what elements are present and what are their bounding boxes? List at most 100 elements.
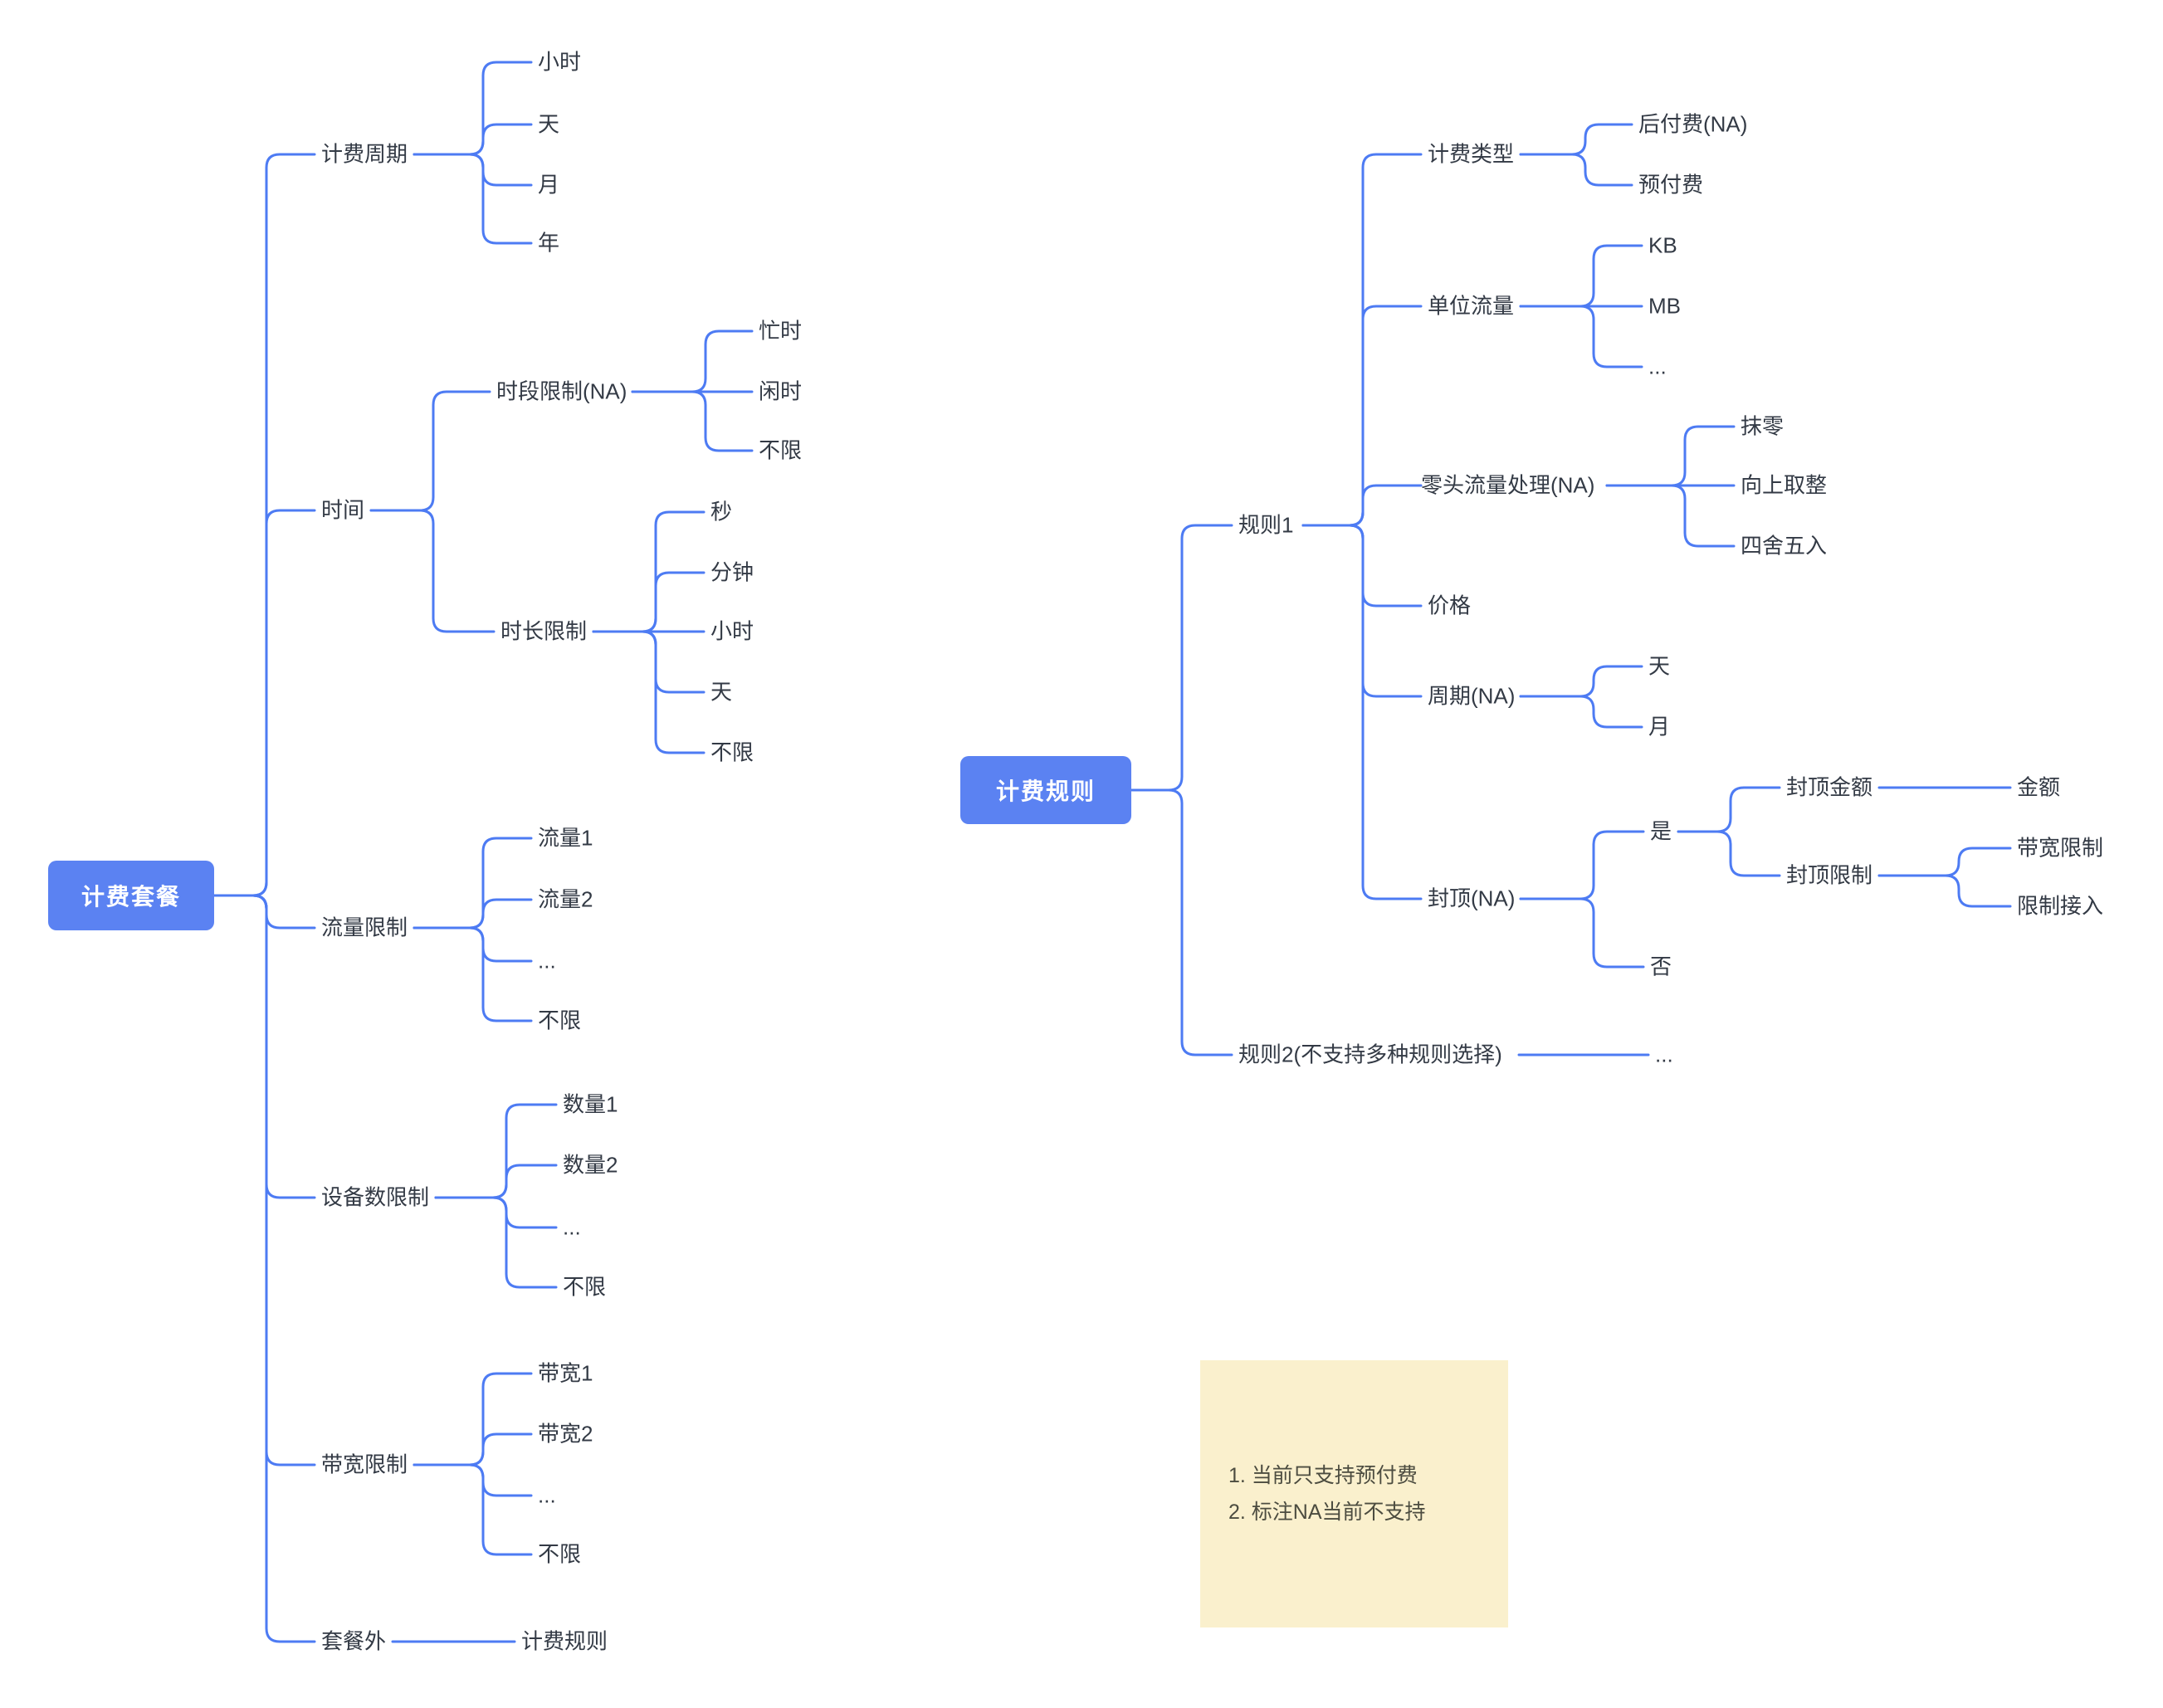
node-unit-more[interactable]: ... bbox=[1648, 354, 1667, 379]
node-period-unlimited[interactable]: 不限 bbox=[759, 437, 803, 463]
connector bbox=[413, 1372, 533, 1466]
connector bbox=[413, 61, 533, 156]
node-traffic-more[interactable]: ... bbox=[538, 948, 556, 974]
node-mb[interactable]: MB bbox=[1648, 293, 1681, 319]
connector bbox=[1877, 874, 2012, 908]
sticky-note[interactable]: 1. 当前只支持预付费 2. 标注NA当前不支持 bbox=[1200, 1360, 1508, 1627]
node-cap-limit[interactable]: 封顶限制 bbox=[1786, 862, 1873, 888]
connector bbox=[1301, 484, 1423, 527]
connector bbox=[413, 1432, 533, 1466]
connector bbox=[1605, 425, 1736, 487]
connector bbox=[1519, 305, 1643, 368]
connector bbox=[592, 630, 706, 754]
node-kb[interactable]: KB bbox=[1648, 232, 1677, 258]
connector bbox=[1301, 524, 1423, 900]
node-drop-remainder[interactable]: 抹零 bbox=[1741, 413, 1785, 439]
node-cap[interactable]: 封顶(NA) bbox=[1428, 886, 1516, 911]
node-cycle-month[interactable]: 月 bbox=[1648, 714, 1671, 739]
node-remainder-handling[interactable]: 零头流量处理(NA) bbox=[1421, 472, 1595, 498]
node-unit-traffic[interactable]: 单位流量 bbox=[1428, 293, 1515, 319]
connector bbox=[1130, 788, 1233, 1057]
node-duration-hour[interactable]: 小时 bbox=[710, 618, 754, 644]
node-cycle-day[interactable]: 天 bbox=[1648, 653, 1671, 679]
connector bbox=[1605, 484, 1736, 548]
node-bandwidth-more[interactable]: ... bbox=[538, 1482, 556, 1508]
connector bbox=[212, 153, 316, 897]
node-minute[interactable]: 分钟 bbox=[710, 559, 754, 585]
node-traffic-unlimited[interactable]: 不限 bbox=[538, 1008, 582, 1033]
connector bbox=[592, 571, 706, 633]
connector bbox=[369, 509, 496, 633]
node-busy-time[interactable]: 忙时 bbox=[759, 318, 803, 344]
node-bandwidth-2[interactable]: 带宽2 bbox=[538, 1421, 593, 1447]
node-amount[interactable]: 金额 bbox=[2017, 774, 2061, 800]
connector bbox=[434, 1164, 558, 1199]
connector bbox=[413, 153, 533, 187]
node-postpaid[interactable]: 后付费(NA) bbox=[1638, 111, 1748, 137]
node-out-of-package[interactable]: 套餐外 bbox=[321, 1628, 387, 1654]
node-rule1[interactable]: 规则1 bbox=[1238, 512, 1294, 538]
connector bbox=[434, 1103, 558, 1199]
node-billing-cycle[interactable]: 计费周期 bbox=[321, 141, 408, 167]
connector bbox=[413, 123, 533, 156]
node-idle-time[interactable]: 闲时 bbox=[759, 378, 803, 404]
node-traffic-1[interactable]: 流量1 bbox=[538, 825, 593, 851]
node-duration-limit[interactable]: 时长限制 bbox=[500, 618, 588, 644]
node-cycle[interactable]: 周期(NA) bbox=[1428, 683, 1516, 709]
node-rule2[interactable]: 规则2(不支持多种规则选择) bbox=[1238, 1042, 1502, 1067]
node-day[interactable]: 天 bbox=[538, 111, 560, 137]
root-billing-rules[interactable]: 计费规则 bbox=[960, 756, 1131, 824]
note-line-2: 2. 标注NA当前不支持 bbox=[1228, 1501, 1426, 1524]
connector bbox=[212, 894, 316, 1466]
connector bbox=[631, 329, 754, 393]
node-time[interactable]: 时间 bbox=[321, 497, 365, 523]
node-rule2-more[interactable]: ... bbox=[1655, 1042, 1673, 1067]
node-traffic-limit[interactable]: 流量限制 bbox=[321, 915, 408, 940]
connector bbox=[592, 630, 706, 694]
node-duration-day[interactable]: 天 bbox=[710, 679, 733, 705]
root-billing-package[interactable]: 计费套餐 bbox=[48, 861, 214, 930]
node-year[interactable]: 年 bbox=[538, 230, 560, 256]
node-out-of-package-billing-rules[interactable]: 计费规则 bbox=[521, 1628, 608, 1654]
node-prepaid[interactable]: 预付费 bbox=[1638, 172, 1704, 198]
node-duration-unlimited[interactable]: 不限 bbox=[710, 739, 754, 765]
node-cap-amount[interactable]: 封顶金额 bbox=[1786, 774, 1873, 800]
connector bbox=[1301, 305, 1423, 527]
node-bandwidth-limit[interactable]: 带宽限制 bbox=[321, 1452, 408, 1477]
connector bbox=[1519, 830, 1645, 900]
node-round-half[interactable]: 四舍五入 bbox=[1741, 533, 1828, 559]
node-round-up[interactable]: 向上取整 bbox=[1741, 472, 1828, 498]
connector bbox=[413, 1463, 533, 1556]
connector bbox=[434, 1196, 558, 1289]
node-device-limit[interactable]: 设备数限制 bbox=[321, 1184, 430, 1210]
node-billing-type[interactable]: 计费类型 bbox=[1428, 141, 1515, 167]
connector bbox=[631, 390, 754, 452]
node-cap-access-limit[interactable]: 限制接入 bbox=[2017, 893, 2104, 919]
connector bbox=[413, 898, 533, 930]
node-bandwidth-unlimited[interactable]: 不限 bbox=[538, 1541, 582, 1567]
connector bbox=[413, 837, 533, 930]
node-month[interactable]: 月 bbox=[538, 172, 560, 198]
connector bbox=[1519, 153, 1633, 187]
connector bbox=[1677, 786, 1781, 833]
node-cap-no[interactable]: 否 bbox=[1650, 954, 1672, 979]
node-quantity-unlimited[interactable]: 不限 bbox=[563, 1274, 607, 1300]
node-hour[interactable]: 小时 bbox=[538, 49, 582, 75]
connector bbox=[1519, 665, 1643, 698]
connector bbox=[413, 1463, 533, 1497]
connector bbox=[1519, 123, 1633, 156]
node-cap-yes[interactable]: 是 bbox=[1650, 818, 1672, 844]
node-second[interactable]: 秒 bbox=[710, 499, 733, 525]
connector bbox=[1130, 524, 1233, 792]
node-bandwidth-1[interactable]: 带宽1 bbox=[538, 1360, 593, 1386]
connector bbox=[1519, 244, 1643, 308]
connector bbox=[212, 894, 316, 1643]
node-quantity-2[interactable]: 数量2 bbox=[563, 1152, 618, 1178]
node-cap-bandwidth-limit[interactable]: 带宽限制 bbox=[2017, 835, 2104, 861]
node-quantity-1[interactable]: 数量1 bbox=[563, 1091, 618, 1117]
note-line-1: 1. 当前只支持预付费 bbox=[1228, 1464, 1418, 1487]
node-period-limit[interactable]: 时段限制(NA) bbox=[496, 378, 627, 404]
node-traffic-2[interactable]: 流量2 bbox=[538, 886, 593, 912]
node-price[interactable]: 价格 bbox=[1428, 593, 1472, 618]
node-quantity-more[interactable]: ... bbox=[563, 1214, 581, 1240]
